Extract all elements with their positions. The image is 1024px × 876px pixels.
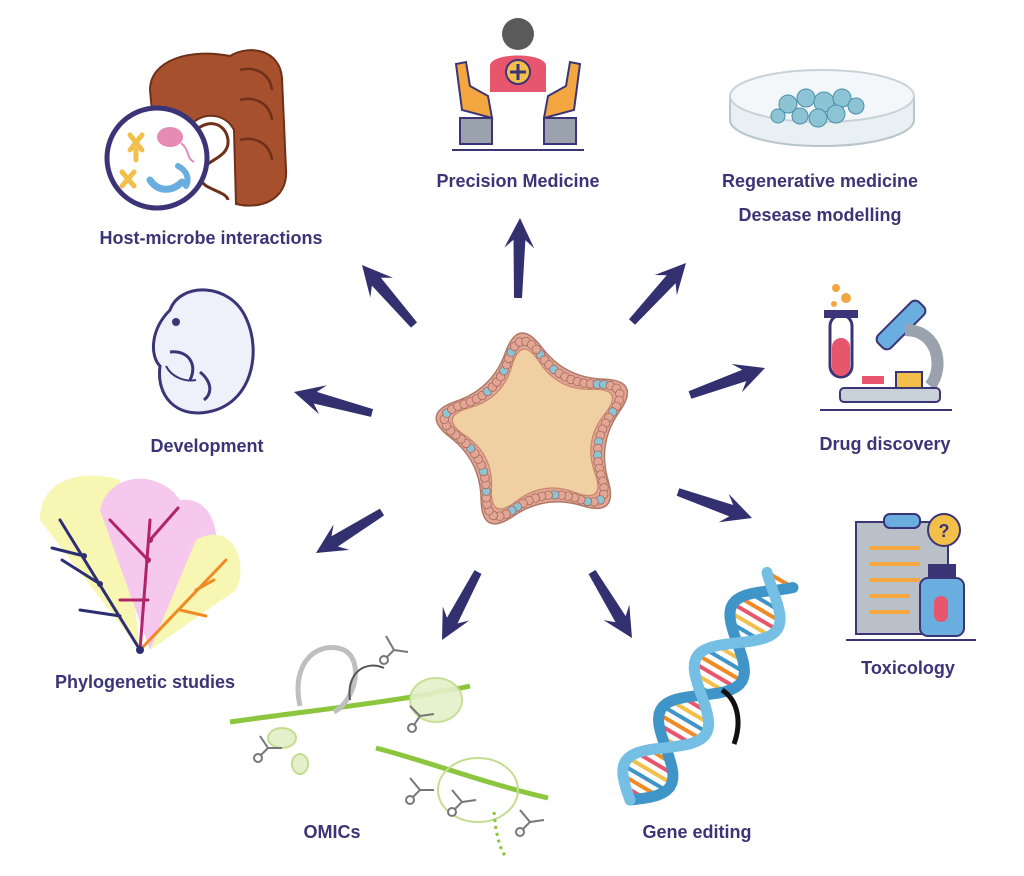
dna-base-pair <box>693 661 737 690</box>
arrow-to-omics <box>442 570 482 640</box>
arrow-to-regenerative <box>629 263 686 325</box>
dna-base-pair <box>622 763 668 793</box>
arrow-to-development <box>294 385 373 417</box>
label-drug-discovery: Drug discovery <box>819 434 951 454</box>
label-omics: OMICs <box>303 822 361 842</box>
dna-strand-b <box>617 566 786 806</box>
dna-base-pairs <box>621 570 795 800</box>
dna-base-pair <box>738 595 782 623</box>
patient-hands-icon <box>452 18 584 151</box>
dna-strand-a <box>624 582 799 806</box>
label-toxicology: Toxicology <box>861 658 955 678</box>
organoid-lumen <box>451 348 614 510</box>
arrow-to-toxicology <box>676 488 752 523</box>
arrow-to-phylogenetic <box>316 508 385 553</box>
organoid-cells <box>439 336 625 521</box>
dna-base-pair <box>696 653 744 683</box>
dna-helix-icon <box>617 566 799 806</box>
organoid-cell <box>531 344 542 355</box>
dna-base-pair <box>657 712 703 741</box>
dna-base-pair <box>731 601 779 632</box>
embryo-icon <box>151 288 255 415</box>
label-host-microbe-interactions: Host-microbe interactions <box>99 228 323 248</box>
arrow-to-drug-discovery <box>688 364 765 399</box>
arrow-to-host-microbe <box>362 265 417 328</box>
arrow-to-gene-editing <box>588 569 632 638</box>
organoid-icon <box>435 332 629 525</box>
clipboard-bottle-icon: ? <box>846 513 976 641</box>
label-precision-medicine: Precision Medicine <box>436 171 600 191</box>
dna-base-pair <box>662 704 708 734</box>
label-phylogenetic-studies: Phylogenetic studies <box>54 672 236 692</box>
arrows-group <box>294 218 765 640</box>
phylogenetic-tree-icon <box>40 475 241 654</box>
label-gene-editing: Gene editing <box>642 822 752 842</box>
label-disease-modelling: Desease modelling <box>738 205 902 225</box>
microscope-test-tube-icon <box>820 284 952 411</box>
arrow-to-precision-medicine <box>504 218 535 299</box>
svg-text:?: ? <box>939 521 950 541</box>
intestine-microbes-icon <box>104 49 288 211</box>
dna-base-pair <box>728 610 772 638</box>
petri-dish-icon <box>729 69 915 147</box>
dna-base-pair <box>704 647 746 674</box>
rna-strands-icon <box>229 635 549 859</box>
label-regenerative-medicine: Regenerative medicine <box>721 171 919 191</box>
dna-base-pair <box>627 756 673 786</box>
label-development: Development <box>150 436 264 456</box>
